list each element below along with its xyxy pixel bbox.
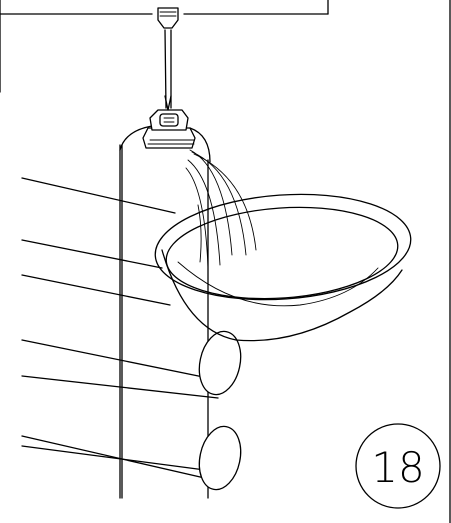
screwdriver-icon [157,7,179,111]
step-number-badge: 18 [355,423,441,509]
bowl-icon [154,193,412,342]
water-stream-icon [185,149,257,269]
radiator-icon [21,124,242,499]
step-number: 18 [371,443,424,492]
bleed-valve-icon [142,109,196,149]
